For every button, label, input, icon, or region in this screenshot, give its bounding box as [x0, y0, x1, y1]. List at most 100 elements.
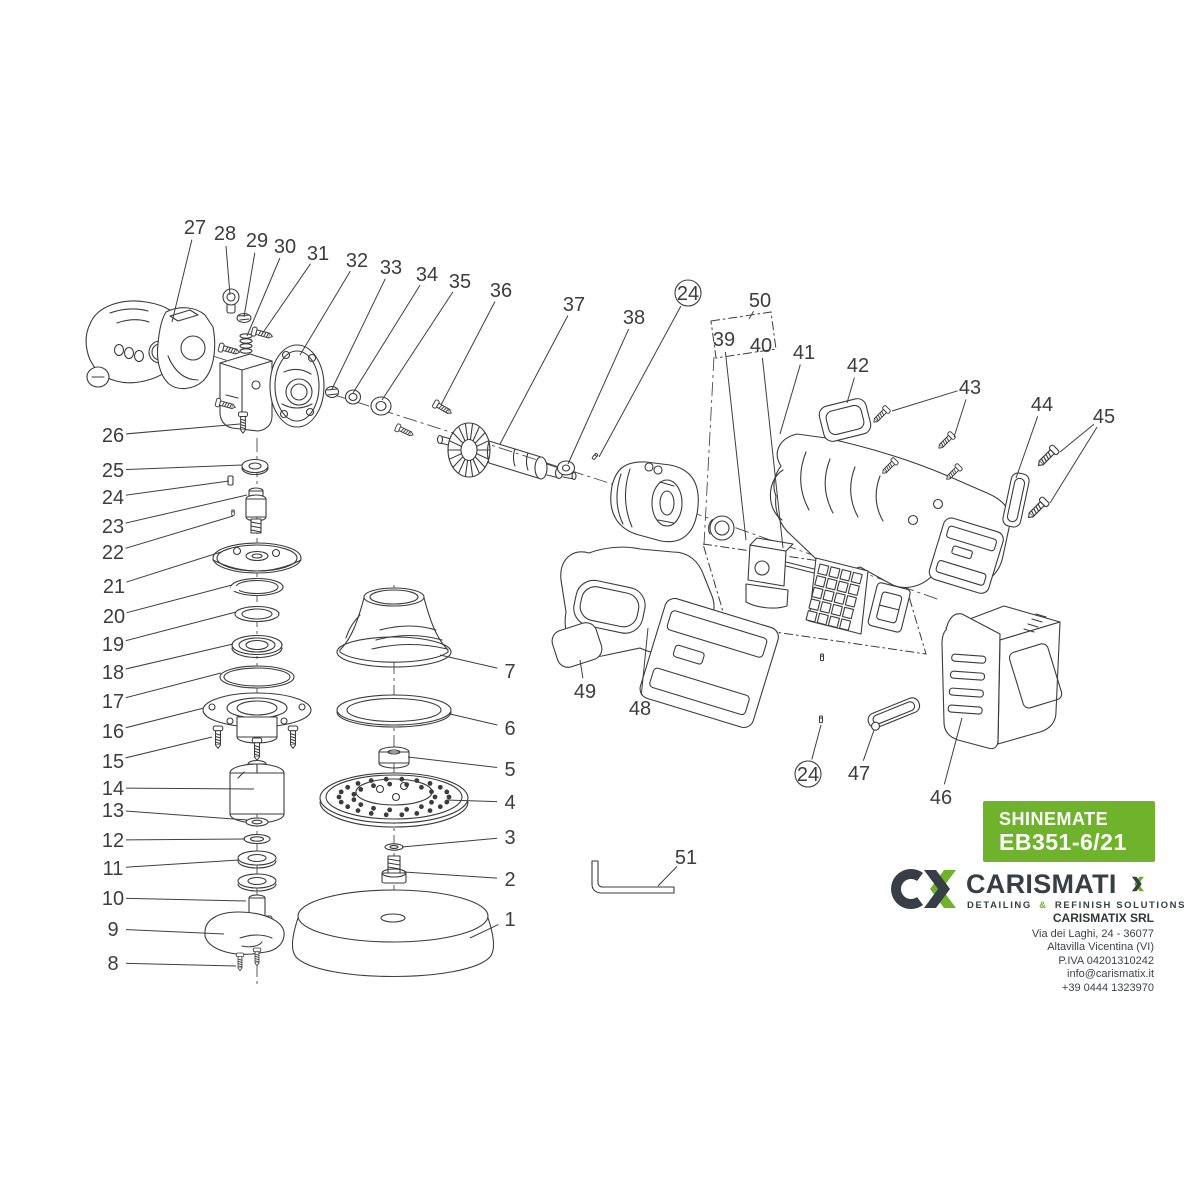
svg-text:4: 4: [504, 792, 515, 814]
part-pad-49: [551, 622, 603, 668]
svg-text:47: 47: [848, 763, 870, 785]
callout-27: 27: [171, 217, 206, 323]
callout-22: 22: [102, 515, 234, 564]
part-spring-30: [239, 333, 253, 354]
callout-44: 44: [1015, 394, 1053, 479]
callout-42: 42: [846, 355, 869, 404]
part-pad-42: [818, 398, 872, 442]
svg-text:19: 19: [102, 634, 124, 656]
svg-text:29: 29: [246, 230, 268, 252]
svg-text:17: 17: [102, 691, 124, 713]
svg-text:11: 11: [103, 858, 124, 880]
callout-2: 2: [403, 869, 516, 891]
part-bearings-11: [237, 850, 277, 892]
part-cap-29: [236, 312, 252, 324]
callout-41: 41: [779, 342, 815, 435]
callout-25: 25: [102, 460, 243, 482]
callout-26: 26: [102, 423, 241, 447]
company-vat-line: P.IVA 04201310242: [1058, 954, 1154, 967]
part-clamp-nut-5: [378, 746, 410, 769]
svg-text:37: 37: [563, 294, 585, 316]
callout-34: 34: [352, 264, 438, 394]
svg-text:46: 46: [930, 787, 952, 809]
callout-45: 45: [1049, 406, 1115, 504]
svg-text:10: 10: [102, 888, 124, 910]
part-bearing-35: [370, 396, 392, 416]
callout-24: 24: [794, 724, 822, 788]
svg-text:8: 8: [107, 953, 118, 975]
company-address-line: Altavilla Vicentina (VI): [1047, 941, 1154, 954]
callout-33: 33: [331, 257, 402, 390]
callout-28: 28: [214, 223, 236, 296]
svg-text:3: 3: [504, 827, 515, 849]
part-housing-right-41: [769, 433, 1011, 594]
part-washer-13: [245, 817, 269, 827]
svg-text:13: 13: [102, 800, 124, 822]
callout-17: 17: [102, 672, 222, 713]
callout-16: 16: [102, 707, 205, 743]
svg-text:39: 39: [713, 329, 735, 351]
callout-15: 15: [102, 736, 213, 773]
part-bearing-18: [231, 634, 283, 659]
svg-text:45: 45: [1093, 406, 1115, 428]
callout-47: 47: [848, 729, 875, 785]
svg-text:30: 30: [274, 236, 296, 258]
part-flange-16: [202, 692, 312, 744]
svg-text:32: 32: [346, 250, 368, 272]
callout-23: 23: [102, 494, 248, 538]
part-snap-ring-20: [230, 577, 284, 597]
part-counterweight-disc-21: [212, 542, 302, 574]
svg-text:9: 9: [107, 919, 118, 941]
company-phone-line: +39 0444 1323970: [1061, 981, 1154, 994]
svg-text:14: 14: [102, 778, 124, 800]
tagline-refinish: REFINISH SOLUTIONS: [1054, 900, 1187, 911]
part-screw-2: [381, 855, 407, 884]
part-bearing-plate-32: [269, 344, 325, 428]
callout-46: 46: [930, 717, 963, 809]
callout-32: 32: [299, 250, 368, 356]
callout-24: 24: [598, 279, 702, 458]
part-washer-12: [243, 833, 271, 845]
company-info: CARISMATIX SRL Via dei Laghi, 24 - 36077…: [914, 911, 1154, 995]
callout-49: 49: [574, 659, 596, 703]
svg-text:7: 7: [504, 661, 515, 683]
svg-text:38: 38: [623, 307, 645, 329]
svg-text:18: 18: [102, 662, 124, 684]
callout-31: 31: [261, 243, 329, 335]
svg-text:36: 36: [490, 280, 512, 302]
part-washer-3: [384, 843, 404, 851]
part-screw-24a: [591, 452, 599, 461]
svg-text:21: 21: [103, 576, 125, 598]
svg-text:24: 24: [797, 764, 819, 786]
product-badge: SHINEMATE EB351-6/21: [983, 801, 1155, 862]
callout-38: 38: [567, 307, 645, 465]
part-hex-key-51: [591, 860, 675, 894]
carismatix-logo-icon: [891, 869, 956, 909]
part-gearbox: [219, 353, 273, 432]
callout-48: 48: [629, 627, 651, 720]
company-name: CARISMATIX SRL: [1052, 911, 1154, 925]
part-screw-22: [231, 509, 235, 517]
callout-8: 8: [107, 953, 237, 975]
part-bearing-25: [241, 458, 269, 476]
svg-text:24: 24: [677, 283, 699, 305]
tagline-amp: &: [1039, 900, 1048, 911]
svg-text:2: 2: [504, 869, 515, 891]
part-battery-46: [941, 605, 1063, 750]
part-screw-motor: [393, 422, 416, 440]
part-ring-6: [336, 694, 452, 728]
company-address-line: Via dei Laghi, 24 - 36077: [1031, 928, 1154, 940]
part-button-28: [222, 288, 240, 314]
part-spindle-23: [245, 487, 267, 534]
svg-text:49: 49: [574, 681, 596, 703]
svg-text:43: 43: [959, 377, 981, 399]
svg-text:44: 44: [1031, 394, 1053, 416]
callout-19: 19: [102, 611, 237, 656]
part-backing-pad-4: [319, 772, 469, 828]
part-pin-24b: [227, 475, 234, 486]
callout-13: 13: [102, 800, 248, 822]
part-foam-pad-1: [291, 889, 495, 977]
part-front-shell: [156, 307, 216, 390]
wordmark-text: CARISMATI: [966, 868, 1117, 899]
